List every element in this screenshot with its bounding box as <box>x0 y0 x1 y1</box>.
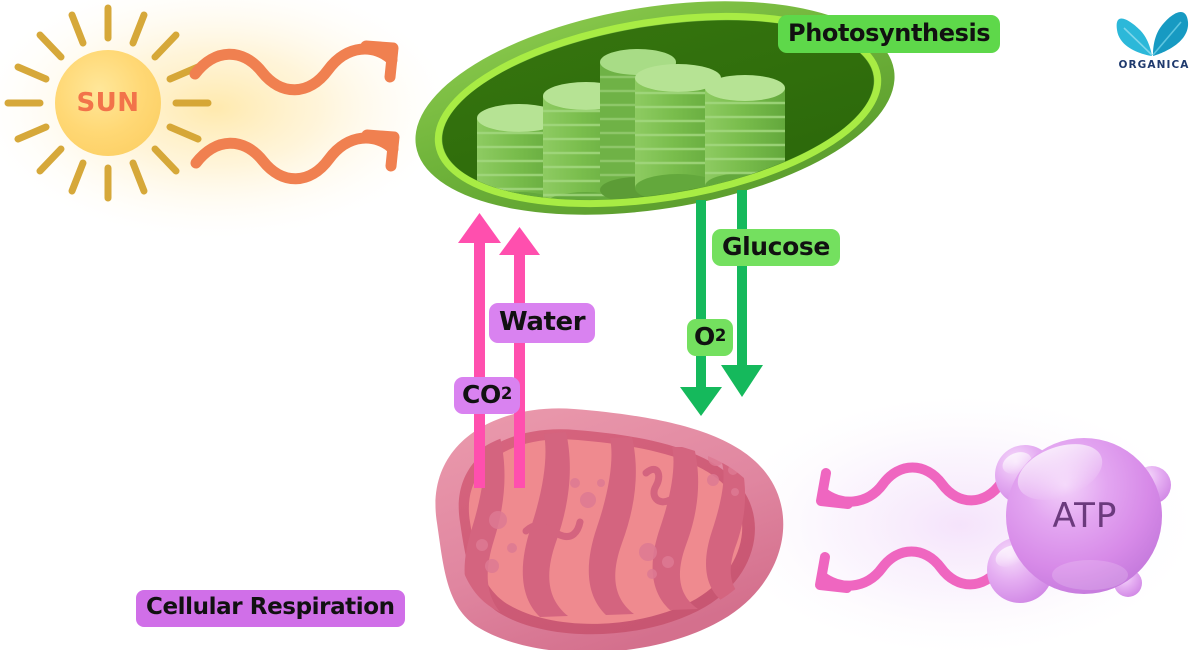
cellular-respiration-label: Cellular Respiration <box>136 590 405 627</box>
light-ray-arrowhead-2 <box>361 129 400 172</box>
light-ray-arrow-1 <box>189 43 398 96</box>
o2-label-text: O <box>694 322 715 351</box>
atp-sphere-lower-shine <box>1052 560 1128 590</box>
o2-arrow-shaft <box>696 200 706 390</box>
co2-label-sub: 2 <box>500 384 512 404</box>
energy-arrow-1 <box>818 462 1006 507</box>
energy-arrowhead-1 <box>816 468 853 509</box>
leaf-vein-left <box>1123 27 1153 56</box>
cristae-squiggles <box>522 466 674 540</box>
cristae <box>464 432 746 618</box>
atp-label: ATP <box>1052 496 1118 536</box>
glucose-arrowhead <box>721 365 763 397</box>
co2-label-text: CO <box>462 380 501 409</box>
water-arrowhead <box>499 227 540 255</box>
brand-name: ORGANICA <box>1118 59 1190 71</box>
water-label: Water <box>489 303 596 343</box>
two-leaves-icon <box>1116 11 1189 56</box>
matrix-granules <box>476 450 739 579</box>
chloroplast-inner-rim <box>434 12 882 208</box>
co2-arrow-shaft <box>474 236 485 488</box>
photosynthesis-label: Photosynthesis <box>778 15 1001 53</box>
grana-stacks <box>477 49 785 220</box>
leaf-vein-right <box>1152 21 1182 56</box>
light-ray-arrowhead-1 <box>360 40 399 83</box>
energy-arrowhead-2 <box>815 552 852 593</box>
energy-arrow-2 <box>817 546 1005 591</box>
sun-label: SUN <box>76 88 140 118</box>
glucose-arrow-shaft <box>737 190 747 365</box>
o2-label-sub: 2 <box>714 326 726 346</box>
water-arrow-shaft <box>514 249 525 488</box>
atp-sphere-shine <box>1017 444 1103 500</box>
sun-disc <box>55 50 161 156</box>
light-ray-arrow-2 <box>190 132 399 185</box>
glucose-label: Glucose <box>712 229 840 266</box>
co2-arrowhead <box>458 213 501 243</box>
o2-arrowhead <box>680 387 722 416</box>
sun-rays <box>4 4 212 202</box>
